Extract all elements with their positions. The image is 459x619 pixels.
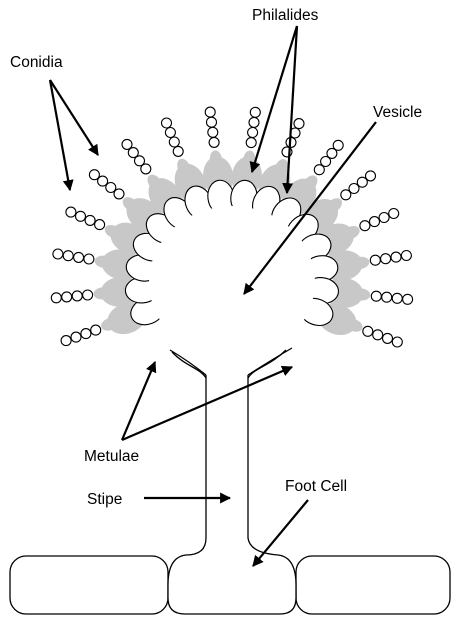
conidium bbox=[205, 107, 215, 117]
label-stipe: Stipe bbox=[87, 491, 122, 508]
conidium bbox=[81, 329, 91, 339]
conidium bbox=[165, 128, 175, 138]
label-vesicle: Vesicle bbox=[373, 104, 422, 121]
conidium bbox=[371, 291, 381, 301]
conidium bbox=[83, 290, 93, 300]
conidium bbox=[401, 251, 411, 261]
conidium bbox=[169, 137, 179, 147]
conidium bbox=[389, 209, 399, 219]
conidium bbox=[379, 213, 389, 223]
stipe-gap-cover bbox=[207, 352, 247, 382]
conidium bbox=[370, 217, 380, 227]
conidium bbox=[63, 251, 73, 261]
conidium bbox=[294, 119, 304, 129]
conidium bbox=[122, 139, 132, 149]
conidium bbox=[209, 137, 219, 147]
conidium bbox=[76, 211, 86, 221]
conidium bbox=[61, 336, 71, 346]
conidium bbox=[51, 293, 61, 303]
label-metulae: Metulae bbox=[84, 448, 139, 465]
conidium bbox=[382, 292, 392, 302]
conidium bbox=[360, 221, 370, 231]
label-philalides: Philalides bbox=[252, 7, 319, 24]
conidium bbox=[95, 220, 105, 230]
right-basal-cell bbox=[296, 556, 450, 614]
conidium bbox=[392, 293, 402, 303]
conidium bbox=[246, 138, 256, 148]
conidium bbox=[249, 117, 259, 127]
conidium bbox=[373, 330, 383, 340]
base-cells bbox=[10, 375, 450, 614]
conidium bbox=[248, 128, 258, 138]
conidium bbox=[66, 207, 76, 217]
conidium bbox=[74, 252, 84, 262]
conidium bbox=[391, 252, 401, 262]
conidium bbox=[349, 184, 359, 194]
conidium bbox=[162, 118, 172, 128]
conidium bbox=[392, 337, 402, 347]
conidium bbox=[381, 254, 391, 264]
conidium bbox=[84, 254, 94, 264]
conidium bbox=[383, 333, 393, 343]
conidium bbox=[85, 215, 95, 225]
conidium bbox=[403, 294, 413, 304]
conidium bbox=[370, 255, 380, 265]
conidium bbox=[71, 332, 81, 342]
conidium bbox=[91, 325, 101, 335]
conidium bbox=[208, 127, 218, 137]
left-basal-cell bbox=[10, 556, 168, 614]
conidium bbox=[366, 171, 376, 181]
conidium bbox=[250, 107, 260, 117]
conidium bbox=[173, 146, 183, 156]
conidium bbox=[207, 117, 217, 127]
conidium bbox=[89, 170, 99, 180]
label-foot-cell: Foot Cell bbox=[285, 478, 347, 495]
label-conidia: Conidia bbox=[10, 54, 63, 71]
conidium bbox=[363, 326, 373, 336]
vesicle bbox=[149, 206, 315, 358]
stipe-left-wall bbox=[170, 350, 206, 375]
conidium bbox=[62, 292, 72, 302]
conidium bbox=[53, 249, 63, 259]
conidium bbox=[72, 291, 82, 301]
conidium bbox=[333, 140, 343, 150]
